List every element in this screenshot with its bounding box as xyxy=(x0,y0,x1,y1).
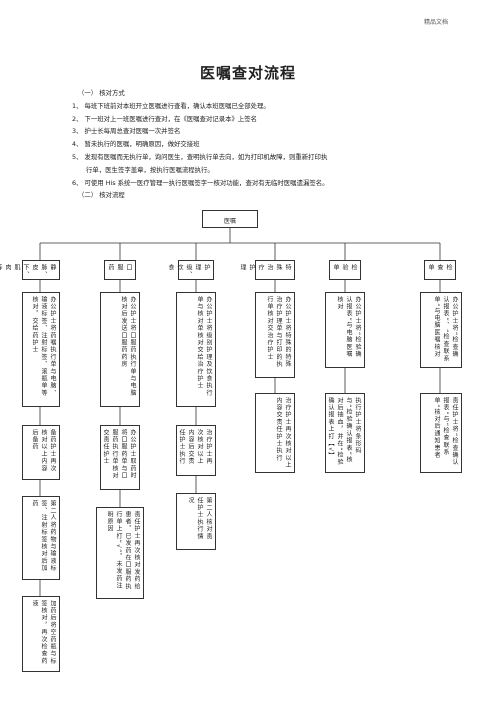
flow-root-label: 医嘱 xyxy=(223,218,236,225)
flow-step-box: 办公护士取药时将口服药单与口服药执行单核对交责任护士 xyxy=(100,425,140,490)
flow-step-box: 办公护士将“检查确认报表”、“检查联系单”与电脑医嘱核对 xyxy=(420,292,462,368)
flow-step-box: 责任护士再次核对发药给患者，已发药在口服药执行单上打“√”，未发药注明原因 xyxy=(96,507,144,599)
flow-step-box: 备药护士再次核对以上内容后备药 xyxy=(22,425,60,480)
flow-step-box: 办公护士将特殊的特殊治疗护理单与打印的执行单核对交治疗护士 xyxy=(255,292,295,378)
list-item: 1、 每班下班前对本班开立医嘱进行查看，确认本班医嘱已全部处理。 xyxy=(72,101,270,110)
flow-header-oral: 口服药 xyxy=(104,260,136,280)
flow-step-box: 办公护士将“检验确认报表”与电脑医嘱核对 xyxy=(325,292,365,368)
flow-step-box: 加药后将空药瓶与标签核对，再次检查药液 xyxy=(22,596,60,672)
flow-step-box: 第二人核对责任护士执行情况 xyxy=(176,493,216,550)
flow-header-injection: 静脉、皮下、肌肉等药嘱 xyxy=(0,260,60,280)
list-item: 3、 护士长每周总查对医嘱一次并签名 xyxy=(72,127,181,136)
flow-root-box: 医嘱 xyxy=(202,210,258,228)
flow-step-box: 治疗护士再次核对以上内容后交责任护士执行 xyxy=(176,425,216,476)
flow-step-box: 办公护士将药嘱执行单与电脑、输液标签、注射标签、滚瓶单等核对，交给药护士 xyxy=(22,292,60,407)
flow-header-exam: 检查单 xyxy=(424,260,456,280)
watermark: 精品文档 xyxy=(423,19,448,26)
list-item-continued: 行单，医生签字盖章，按执行医嘱流程执行。 xyxy=(86,165,214,174)
flow-step-box: 责任护士将“检查确认报表”与“检查联系单”核对后通知患者 xyxy=(420,393,462,473)
section-heading-flow: （二） 核对流程 xyxy=(78,191,125,200)
flow-step-box: 执行护士将条形码与“检验确认报表”核对后抽血，并在“检验确认报表上打【√】 xyxy=(325,393,365,473)
list-item: 4、 暂未执行的医嘱，明确原因，做好交接班 xyxy=(72,140,200,149)
flow-step-box: 第二人将药物与输液标签、注射标签核对后加药 xyxy=(22,496,60,580)
flow-step-box: 治疗护士再次核对以上内容交责任护士执行 xyxy=(255,393,295,473)
flow-step-box: 办公护士将级别护理及饮食执行单与核对单核对交给治疗护士 xyxy=(176,292,216,407)
flow-header-special-treatment: 特殊治疗护理 xyxy=(239,260,295,280)
page-title: 医嘱查对流程 xyxy=(199,64,296,82)
flow-header-lab: 检验单 xyxy=(329,260,361,280)
list-item: 2、 下一班对上一班医嘱进行查对，在《医嘱查对记录本》上签名 xyxy=(72,114,258,123)
flow-header-nursing-level: 护理级、饮食 xyxy=(167,260,214,280)
list-item: 6、 可使用 His 系统一医疗管理一执行医嘱签字一核对功能，查对有无临时医嘱遗… xyxy=(72,178,329,187)
flow-step-box: 办公护士将口服药执行单与电脑核对后发送口服药药房 xyxy=(100,292,140,407)
section-heading-method: （一） 核对方式 xyxy=(78,89,125,97)
method-list: （一） 核对方式 1、 每班下班前对本班开立医嘱进行查看，确认本班医嘱已全部处理… xyxy=(72,87,472,202)
list-item: 5、 发现有医嘱而无执行单，询问医生，查明执行单去向，如为打印机故障，则重新打印… xyxy=(72,152,328,161)
